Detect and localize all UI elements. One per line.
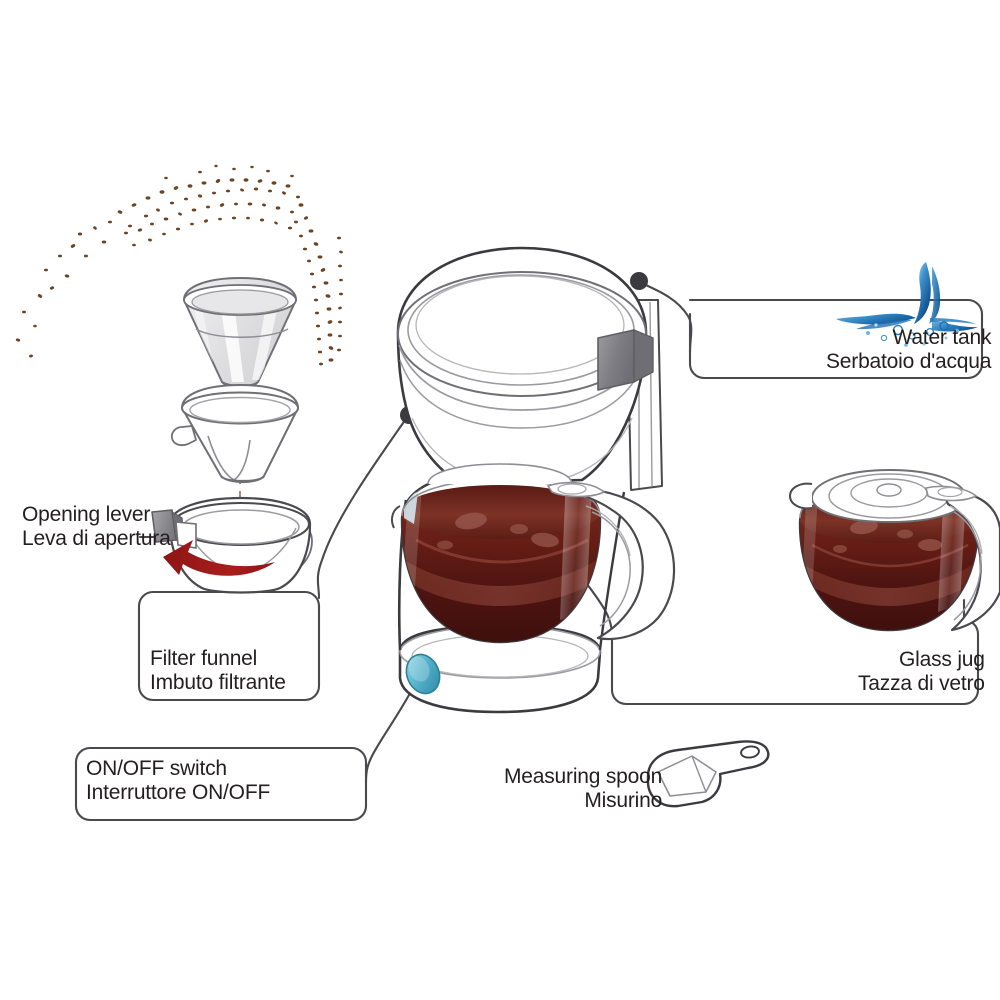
water-tank-label: Water tank Serbatoio d'acqua [826, 326, 991, 375]
side-vent-block [597, 329, 635, 391]
carafe-in-machine [391, 463, 676, 644]
onoff-switch-label-en: ON/OFF switch [86, 757, 227, 780]
water-tank-leader [637, 280, 693, 354]
measuring-spoon-label: Measuring spoon Misurino [504, 765, 662, 814]
water-tank-callout-box [688, 298, 984, 380]
onoff-switch-label-it: Interruttore ON/OFF [86, 781, 271, 805]
coffee-machine-body [396, 246, 663, 714]
callout-leader-lines [74, 280, 984, 822]
filter-funnel-label: Filter funnel Imbuto filtrante [150, 647, 286, 696]
water-splash-icon [836, 262, 978, 347]
opening-lever-label-it: Leva di apertura [22, 527, 171, 551]
water-tank-label-it: Serbatoio d'acqua [826, 350, 992, 374]
filter-funnel-callout-box [137, 590, 321, 702]
measuring-spoon-object [646, 740, 770, 808]
filter-funnel-label-it: Imbuto filtrante [150, 671, 286, 695]
glass-jug-callout-box [610, 618, 980, 706]
measuring-spoon-label-en: Measuring spoon [504, 765, 663, 788]
funnel-holder-assembly [151, 496, 313, 594]
filter-funnel-label-en: Filter funnel [150, 647, 258, 670]
onoff-button[interactable] [401, 649, 446, 698]
coffee-grounds-stream [15, 164, 343, 366]
filter-funnel-body [170, 384, 299, 483]
glass-jug-separate [788, 469, 1000, 632]
glass-jug-label-en: Glass jug [899, 648, 985, 671]
opening-lever-label: Opening lever Leva di apertura [22, 503, 171, 552]
opening-lever-label-en: Opening lever [22, 503, 151, 526]
anchor-dot-water-tank [630, 272, 648, 290]
paper-filter-cone [183, 277, 297, 389]
onoff-switch-label: ON/OFF switch Interruttore ON/OFF [86, 757, 270, 806]
onoff-callout-box [74, 746, 368, 822]
glass-jug-label-it: Tazza di vetro [858, 672, 985, 696]
rotation-arrow [163, 540, 275, 576]
glass-jug-label: Glass jug Tazza di vetro [858, 648, 985, 697]
measuring-spoon-label-it: Misurino [584, 789, 663, 813]
water-tank-label-en: Water tank [892, 326, 992, 349]
filter-funnel-leader [316, 414, 410, 600]
onoff-leader [364, 684, 416, 784]
